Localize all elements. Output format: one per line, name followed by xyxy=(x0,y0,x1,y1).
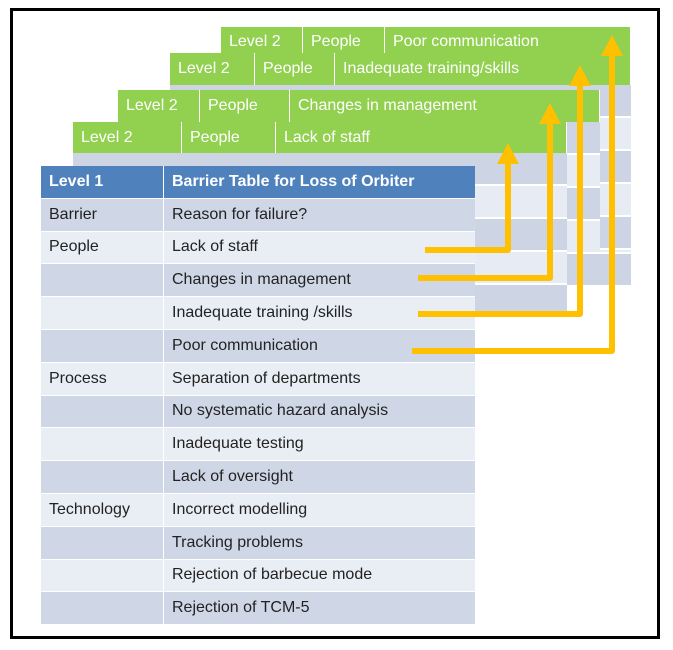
reason-cell: Poor communication xyxy=(385,27,631,56)
arrow-inadequate-training xyxy=(418,84,583,317)
reason-cell: Inadequate training /skills xyxy=(172,304,353,322)
barrier-cell xyxy=(41,461,164,493)
barrier-cell: Technology xyxy=(41,493,164,526)
barrier-cell xyxy=(41,264,164,297)
reason-cell: Poor communication xyxy=(172,336,318,354)
table-row: Technology Incorrect modelling xyxy=(41,493,475,527)
level-cell: Level 2 xyxy=(73,122,182,153)
barrier-cell xyxy=(41,526,164,559)
barrier-cell xyxy=(41,559,164,592)
reason-cell: Inadequate training/skills xyxy=(335,53,631,85)
level-cell: Level 2 xyxy=(170,53,255,85)
barrier-cell: People xyxy=(182,122,276,153)
table-row: Rejection of barbecue mode xyxy=(41,559,475,593)
barrier-cell: People xyxy=(200,90,290,122)
arrowhead-icon xyxy=(497,143,519,164)
barrier-cell: People xyxy=(255,53,335,85)
barrier-cell: Process xyxy=(41,362,164,395)
reason-cell: Inadequate testing xyxy=(172,435,304,453)
header-title: Barrier Table for Loss of Orbiter xyxy=(172,172,415,190)
reason-cell: Lack of staff xyxy=(172,238,258,256)
barrier-cell: People xyxy=(41,231,164,264)
table-row: Inadequate training /skills xyxy=(41,297,475,330)
barrier-cell: People xyxy=(303,27,385,56)
arrow-poor-communication xyxy=(412,54,615,354)
table-header-row: Level 1 Barrier Table for Loss of Orbite… xyxy=(41,166,475,199)
barrier-cell xyxy=(41,592,164,625)
table-row: Rejection of TCM-5 xyxy=(41,592,475,626)
table-row: Barrier Reason for failure? xyxy=(41,198,475,232)
reason-cell: Tracking problems xyxy=(172,533,304,551)
table-row: No systematic hazard analysis xyxy=(41,395,475,429)
reason-cell: No systematic hazard analysis xyxy=(172,402,389,420)
table-row: Poor communication xyxy=(41,329,475,363)
table-row: People Lack of staff xyxy=(41,231,475,265)
barrier-cell xyxy=(41,329,164,362)
reason-cell: Rejection of barbecue mode xyxy=(172,566,373,584)
header-level: Level 1 xyxy=(41,166,164,198)
arrowhead-icon xyxy=(601,35,623,56)
arrow-lack-of-staff xyxy=(425,162,511,253)
reason-cell: Incorrect modelling xyxy=(172,500,308,518)
table-row: Changes in management xyxy=(41,264,475,298)
level1-barrier-table: Level 1 Barrier Table for Loss of Orbite… xyxy=(41,166,475,626)
reason-cell: Rejection of TCM-5 xyxy=(172,599,310,617)
barrier-cell xyxy=(41,297,164,329)
table-row: Tracking problems xyxy=(41,526,475,560)
level-cell: Level 2 xyxy=(118,90,200,122)
reason-cell: Separation of departments xyxy=(172,369,361,387)
table-row: Lack of oversight xyxy=(41,461,475,494)
arrowhead-icon xyxy=(569,65,591,86)
barrier-cell xyxy=(41,395,164,428)
table-row: Process Separation of departments xyxy=(41,362,475,396)
reason-cell: Changes in management xyxy=(172,271,351,289)
barrier-cell: Barrier xyxy=(41,198,164,231)
reason-cell: Reason for failure? xyxy=(172,205,308,223)
level-cell: Level 2 xyxy=(221,27,303,56)
reason-cell: Changes in management xyxy=(290,90,600,122)
barrier-cell xyxy=(41,428,164,461)
reason-cell: Lack of oversight xyxy=(172,468,293,486)
table-row: Inadequate testing xyxy=(41,428,475,462)
arrow-changes-management xyxy=(418,122,553,281)
reason-cell: Lack of staff xyxy=(276,122,567,153)
arrowhead-icon xyxy=(539,103,561,124)
